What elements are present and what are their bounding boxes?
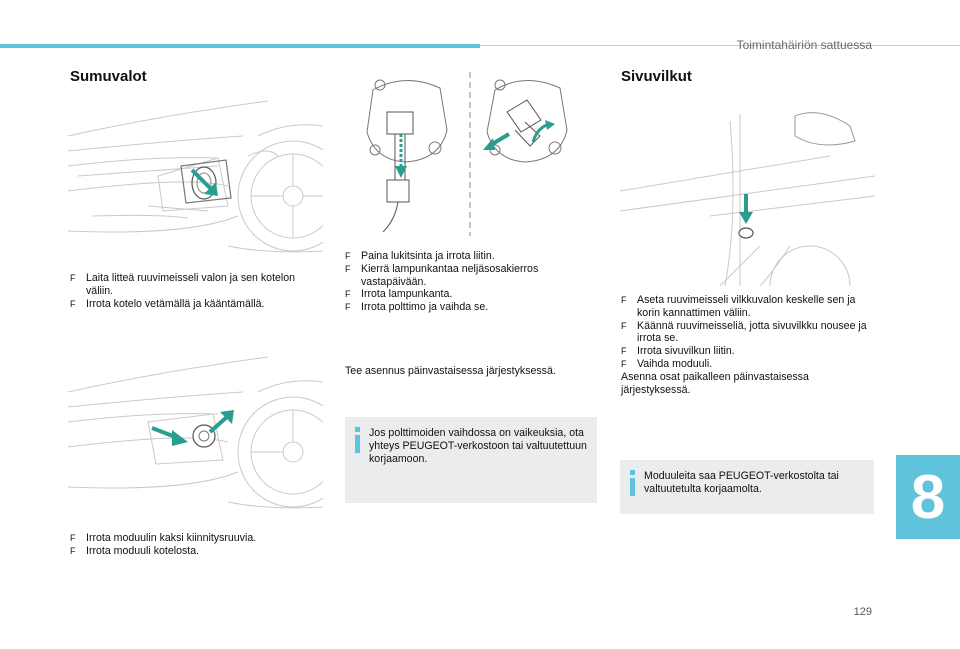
info-icon <box>355 427 360 453</box>
info-box-bulb: Jos polttimoiden vaihdossa on vaikeuksia… <box>345 417 597 503</box>
arrow-icon <box>531 120 555 143</box>
info-icon <box>630 470 635 496</box>
arrow-icon <box>395 134 407 178</box>
chapter-tab: 8 <box>896 455 960 539</box>
bulb-holder-illustration <box>345 70 595 238</box>
reassembly-note: Tee asennus päinvastaisessa järjestykses… <box>345 365 556 377</box>
arrow-icon <box>483 132 511 150</box>
arrow-icon <box>151 426 188 446</box>
section-title-side-indicators: Sivuvilkut <box>621 68 692 85</box>
section-title-fog-lights: Sumuvalot <box>70 68 147 85</box>
arrow-icon <box>739 194 753 224</box>
arrow-icon <box>190 168 218 196</box>
side-indicator-illustration <box>620 96 875 286</box>
fog-light-module-illustration <box>68 352 323 512</box>
header-rule <box>480 45 960 46</box>
info-box-modules: Moduuleita saa PEUGEOT-verkostolta tai v… <box>620 460 874 514</box>
arrow-icon <box>208 410 234 434</box>
fog-light-housing-illustration <box>68 96 323 256</box>
header-accent-bar <box>0 44 480 48</box>
reassembly-note: Asenna osat paikalleen päinvastaisessa j… <box>621 370 809 396</box>
page-number: 129 <box>853 606 872 618</box>
chapter-title: Toimintahäiriön sattuessa <box>736 38 872 52</box>
